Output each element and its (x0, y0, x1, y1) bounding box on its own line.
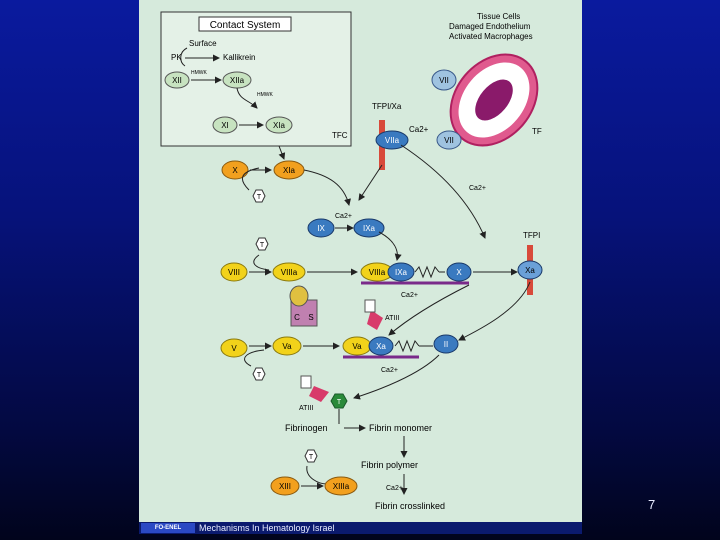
kallikrein-label: Kallikrein (223, 53, 255, 62)
svg-text:VIIIa: VIIIa (281, 268, 298, 277)
svg-text:XIa: XIa (273, 121, 286, 130)
contact-system-box: Contact System Surface PK Kallikrein XII… (160, 11, 352, 147)
svg-text:VII: VII (439, 76, 449, 85)
fibrin-polymer-label: Fibrin polymer (361, 460, 418, 470)
slide-number: 7 (648, 497, 656, 512)
protein-c-s: C S (289, 285, 318, 327)
tissue-label-3: Activated Macrophages (449, 32, 533, 41)
factor-va: Va (272, 336, 302, 356)
factor-vii-right: VII (436, 130, 462, 150)
tfpi-label: TFPI (523, 231, 540, 240)
factor-xiia: XIIa (222, 71, 252, 89)
svg-text:ATIII: ATIII (299, 405, 313, 412)
ca-label-right: Ca2+ (469, 185, 486, 192)
ca-label-3: Ca2+ (381, 367, 398, 374)
thrombin-t2: T (255, 237, 269, 251)
factor-viiia: VIIIa (272, 262, 306, 282)
svg-text:II: II (444, 340, 448, 349)
factor-viia: VIIa (375, 130, 409, 150)
atiii-inhibitor-2: ATIII (299, 375, 329, 412)
footer-caption: Mechanisms In Hematology Israel (199, 523, 335, 533)
svg-text:IXa: IXa (395, 268, 408, 277)
thrombin-t4: T (304, 449, 318, 463)
tissue-label-2: Damaged Endothelium (449, 22, 531, 31)
factor-xia-contact: XIa (265, 116, 293, 134)
svg-text:S: S (308, 313, 313, 322)
ca-label-top: Ca2+ (409, 125, 429, 134)
svg-text:Va: Va (352, 342, 362, 351)
factor-xa-complex: Xa (368, 336, 394, 356)
svg-text:VII: VII (444, 136, 454, 145)
tf-label: TF (532, 127, 542, 136)
factor-xi: XI (212, 116, 238, 134)
factor-xiii: XIII (270, 476, 300, 496)
hmwk-label-2: HMWK (257, 92, 273, 98)
svg-text:C: C (294, 313, 300, 322)
publisher-logo: FO-ENEL (141, 523, 195, 533)
fibrin-monomer-label: Fibrin monomer (369, 423, 432, 433)
factor-xii: XII (164, 71, 190, 89)
surface-label: Surface (189, 39, 217, 48)
activated-cell (449, 53, 539, 147)
factor-xiiia: XIIIa (324, 476, 358, 496)
svg-text:Xa: Xa (525, 266, 535, 275)
svg-text:IX: IX (317, 224, 325, 233)
pk-label: PK (171, 53, 182, 62)
factor-va-complex: Va (342, 336, 372, 356)
zigzag-2 (394, 339, 420, 353)
svg-text:ATIII: ATIII (385, 315, 399, 322)
svg-text:VIIa: VIIa (385, 136, 400, 145)
factor-ixa: IXa (353, 218, 385, 238)
svg-text:IXa: IXa (363, 224, 376, 233)
svg-text:T: T (257, 372, 262, 379)
atiii-inhibitor-1: ATIII (364, 299, 399, 330)
svg-text:V: V (231, 344, 237, 353)
svg-text:XI: XI (221, 121, 229, 130)
svg-text:XIIa: XIIa (230, 76, 245, 85)
contact-system-title: Contact System (210, 20, 281, 31)
diagram-panel: Contact System Surface PK Kallikrein XII… (139, 0, 582, 522)
svg-text:Va: Va (282, 342, 292, 351)
svg-text:Xa: Xa (376, 342, 386, 351)
ca-label-1: Ca2+ (335, 213, 352, 220)
svg-text:T: T (257, 194, 262, 201)
svg-text:T: T (337, 399, 342, 406)
tissue-label-1: Tissue Cells (477, 12, 520, 21)
factor-xa-right: Xa (517, 260, 543, 280)
thrombin-t3: T (252, 367, 266, 381)
fibrinogen-label: Fibrinogen (285, 423, 328, 433)
factor-x-2: X (446, 262, 472, 282)
thrombin-t1: T (252, 189, 266, 203)
tfpi-xa-label: TFPI/Xa (372, 102, 402, 111)
svg-text:X: X (456, 268, 462, 277)
svg-text:VIII: VIII (228, 268, 240, 277)
tfc-label: TFC (332, 131, 348, 140)
factor-v: V (220, 338, 248, 358)
ca-label-4: Ca2+ (386, 485, 403, 492)
factor-ix: IX (307, 218, 335, 238)
factor-ii: II (433, 334, 459, 354)
svg-text:XIIIa: XIIIa (333, 482, 350, 491)
svg-text:X: X (232, 166, 238, 175)
svg-text:VIIIa: VIIIa (369, 268, 386, 277)
svg-text:XIa: XIa (283, 166, 296, 175)
svg-text:XII: XII (172, 76, 182, 85)
fibrin-crosslinked-label: Fibrin crosslinked (375, 501, 445, 511)
coagulation-cascade-diagram: Contact System Surface PK Kallikrein XII… (160, 11, 543, 511)
factor-vii-top: VII (431, 69, 457, 91)
svg-text:T: T (309, 454, 314, 461)
thrombin-green: T (330, 393, 348, 409)
footer-bar: FO-ENEL Mechanisms In Hematology Israel (139, 522, 582, 534)
factor-ixa-complex: IXa (387, 262, 415, 282)
ca-label-2: Ca2+ (401, 292, 418, 299)
factor-x: X (221, 160, 249, 180)
factor-xia: XIa (273, 160, 305, 180)
svg-text:T: T (260, 242, 265, 249)
zigzag-1 (414, 265, 440, 279)
factor-viii: VIII (220, 262, 248, 282)
svg-text:XIII: XIII (279, 482, 291, 491)
hmwk-label-1: HMWK (191, 70, 207, 76)
